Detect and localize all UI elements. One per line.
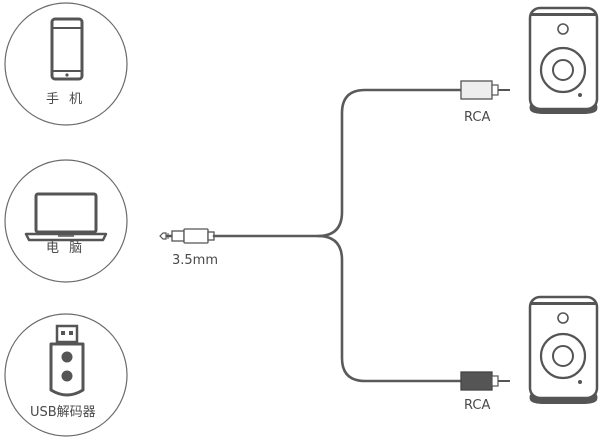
- rca-top-label: RCA: [464, 110, 491, 125]
- rca-plug-bottom: [460, 371, 510, 391]
- rca-bottom-label: RCA: [464, 398, 491, 413]
- rca-plug-top: [460, 80, 510, 100]
- usb-dongle-icon: [49, 324, 85, 397]
- computer-label: 电 脑: [46, 241, 86, 256]
- usb-decoder-source: [4, 313, 128, 437]
- y-split-cable: [212, 88, 463, 383]
- phone-source: [4, 2, 128, 126]
- speaker-bottom: [528, 295, 599, 404]
- jack-3-5mm-connector: [159, 228, 215, 244]
- jack-label: 3.5mm: [172, 253, 219, 268]
- computer-source: [4, 159, 128, 283]
- phone-icon: [50, 17, 84, 81]
- speaker-top: [528, 6, 599, 114]
- phone-label: 手 机: [46, 92, 86, 107]
- laptop-icon: [24, 192, 108, 242]
- usb-decoder-label: USB解码器: [30, 405, 96, 420]
